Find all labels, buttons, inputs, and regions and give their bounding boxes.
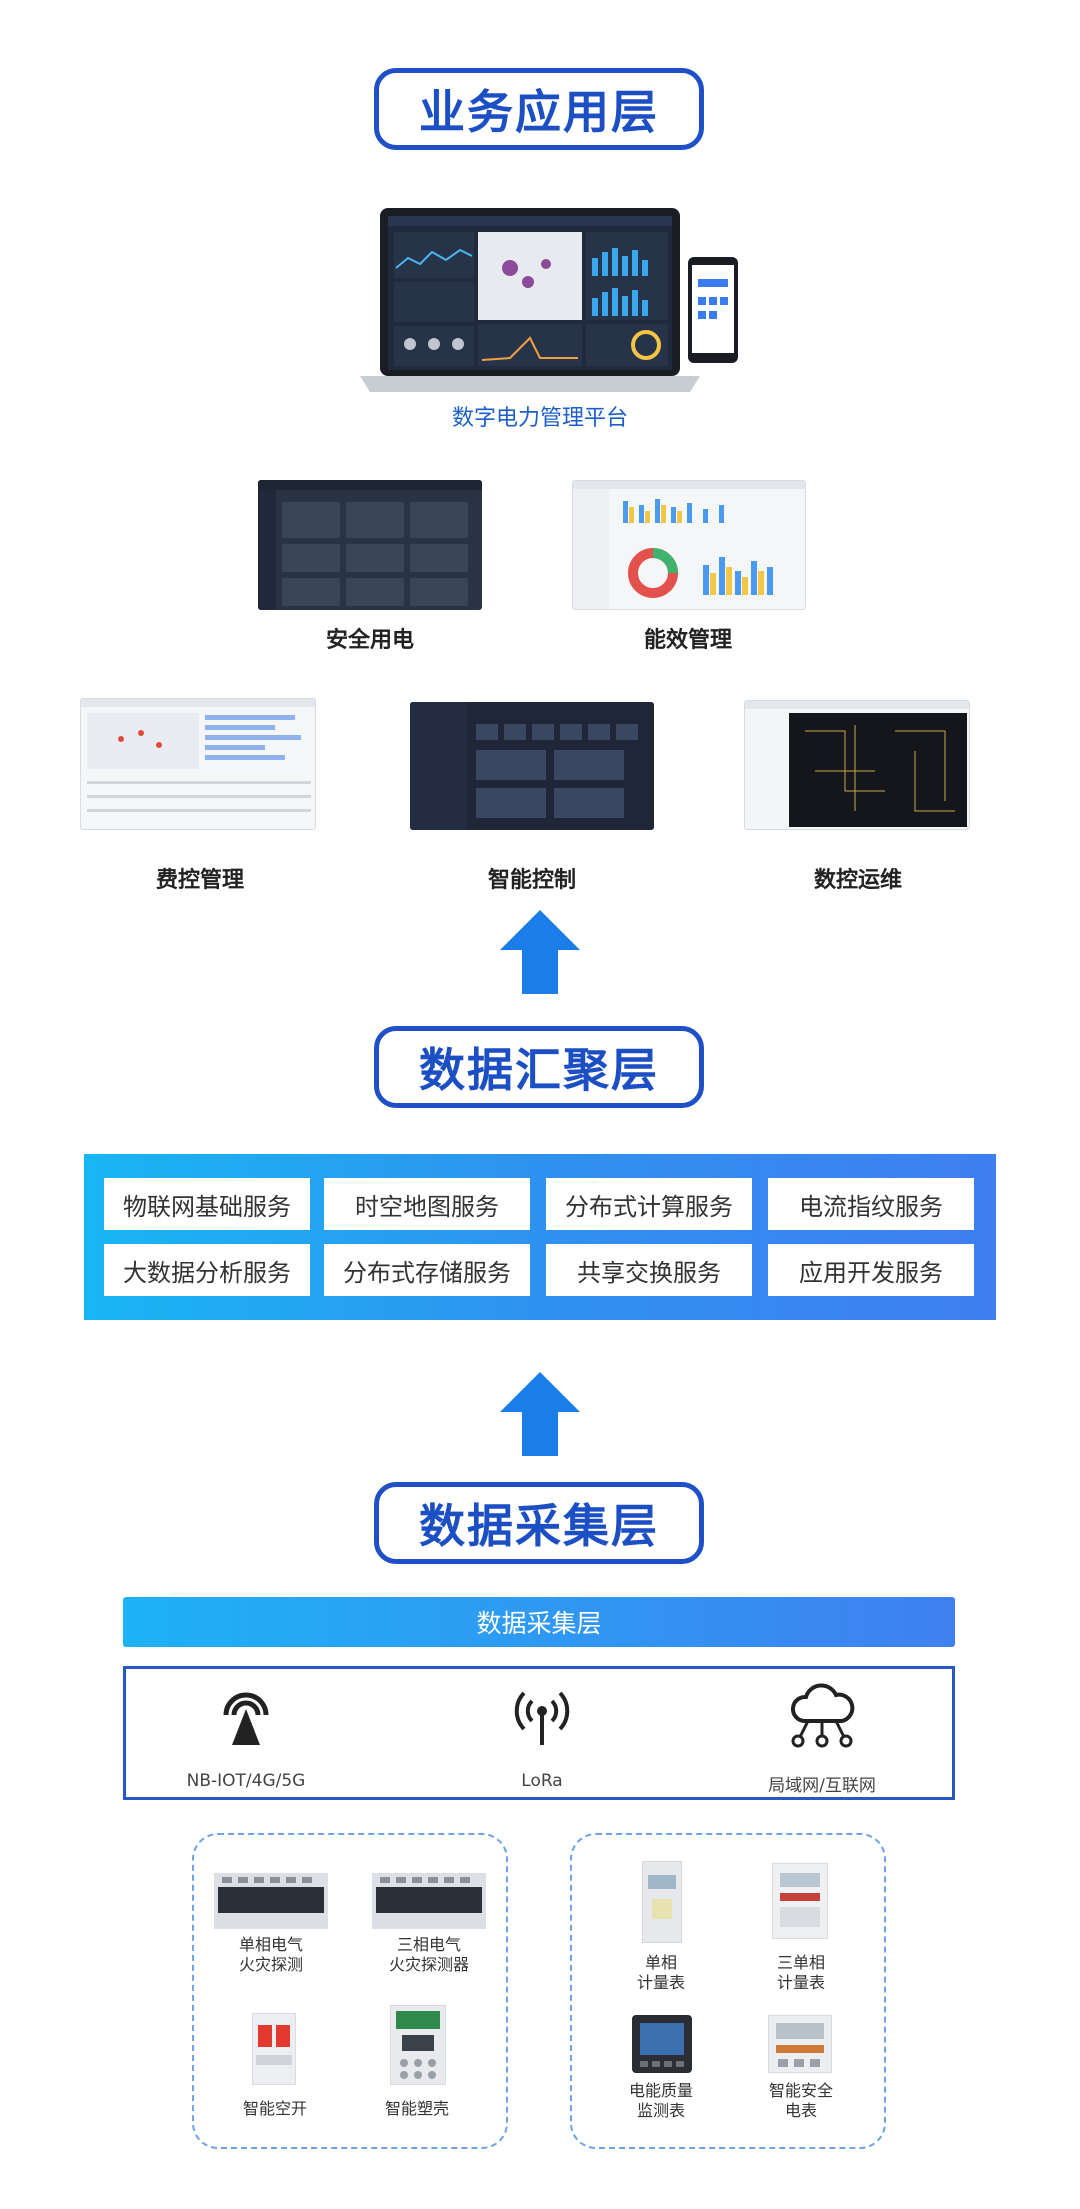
device-group-right: 单相 计量表 三单相 计量表 电能质量 监测表 智能安全 电表 [570, 1833, 886, 2149]
single-phase-meter-image [642, 1861, 682, 1943]
power-quality-meter-image [632, 2015, 692, 2073]
service-item: 大数据分析服务 [104, 1244, 310, 1296]
device-label: 智能塑壳 [384, 2099, 449, 2118]
collection-bar: 数据采集层 [123, 1597, 955, 1647]
phone-image [688, 257, 738, 363]
safety-screenshot [258, 480, 482, 610]
fire-detector-image [214, 1873, 328, 1929]
device-label: 三单相 计量表 [776, 1953, 825, 1992]
service-item: 应用开发服务 [768, 1244, 974, 1296]
cloud-network-icon [791, 1683, 855, 1748]
energy-screenshot [572, 480, 806, 610]
network-label: NB-IOT/4G/5G [186, 1771, 306, 1791]
platform-title: 数字电力管理平台 [451, 406, 628, 431]
device-label: 三相电气 火灾探测器 [388, 1935, 469, 1974]
up-arrow-icon [500, 1372, 580, 1456]
fire-detector-3p-image [372, 1873, 486, 1929]
service-item: 物联网基础服务 [104, 1178, 310, 1230]
network-label: LoRa [521, 1771, 563, 1791]
smart-safety-meter-image [768, 2015, 832, 2073]
service-item: 时空地图服务 [324, 1178, 530, 1230]
device-label: 智能安全 电表 [768, 2081, 833, 2120]
antenna-icon [223, 1692, 269, 1745]
billing-screenshot [80, 698, 316, 830]
laptop-image [360, 208, 700, 392]
device-label: 单相 计量表 [636, 1953, 685, 1992]
layer-title-aggregation: 数据汇聚层 [374, 1026, 704, 1108]
air-switch-image [252, 2013, 296, 2085]
device-label: 智能空开 [242, 2099, 307, 2118]
device-label: 电能质量 监测表 [628, 2081, 693, 2120]
service-item: 共享交换服务 [546, 1244, 752, 1296]
molded-case-image [390, 2005, 446, 2085]
maintenance-screenshot [744, 700, 970, 830]
network-box: NB-IOT/4G/5G LoRa 局域网/互联网 [123, 1666, 955, 1800]
module-label-billing: 费控管理 [155, 868, 244, 893]
layer-title-app: 业务应用层 [374, 68, 704, 150]
service-item: 分布式存储服务 [324, 1244, 530, 1296]
wireless-icon [514, 1691, 570, 1745]
service-item: 电流指纹服务 [768, 1178, 974, 1230]
module-label-safety: 安全用电 [325, 628, 414, 653]
device-group-left: 单相电气 火灾探测 三相电气 火灾探测器 智能空开 智能塑壳 [192, 1833, 508, 2149]
up-arrow-icon [500, 910, 580, 994]
three-phase-meter-image [772, 1863, 828, 1939]
service-item: 分布式计算服务 [546, 1178, 752, 1230]
control-screenshot [410, 702, 654, 830]
module-label-energy: 能效管理 [643, 628, 732, 653]
module-label-maintenance: 数控运维 [813, 868, 902, 893]
layer-title-collection: 数据采集层 [374, 1482, 704, 1564]
service-panel: 物联网基础服务 时空地图服务 分布式计算服务 电流指纹服务 大数据分析服务 分布… [84, 1154, 996, 1320]
network-label: 局域网/互联网 [768, 1776, 876, 1796]
device-label: 单相电气 火灾探测 [238, 1935, 303, 1974]
module-label-control: 智能控制 [487, 868, 576, 893]
